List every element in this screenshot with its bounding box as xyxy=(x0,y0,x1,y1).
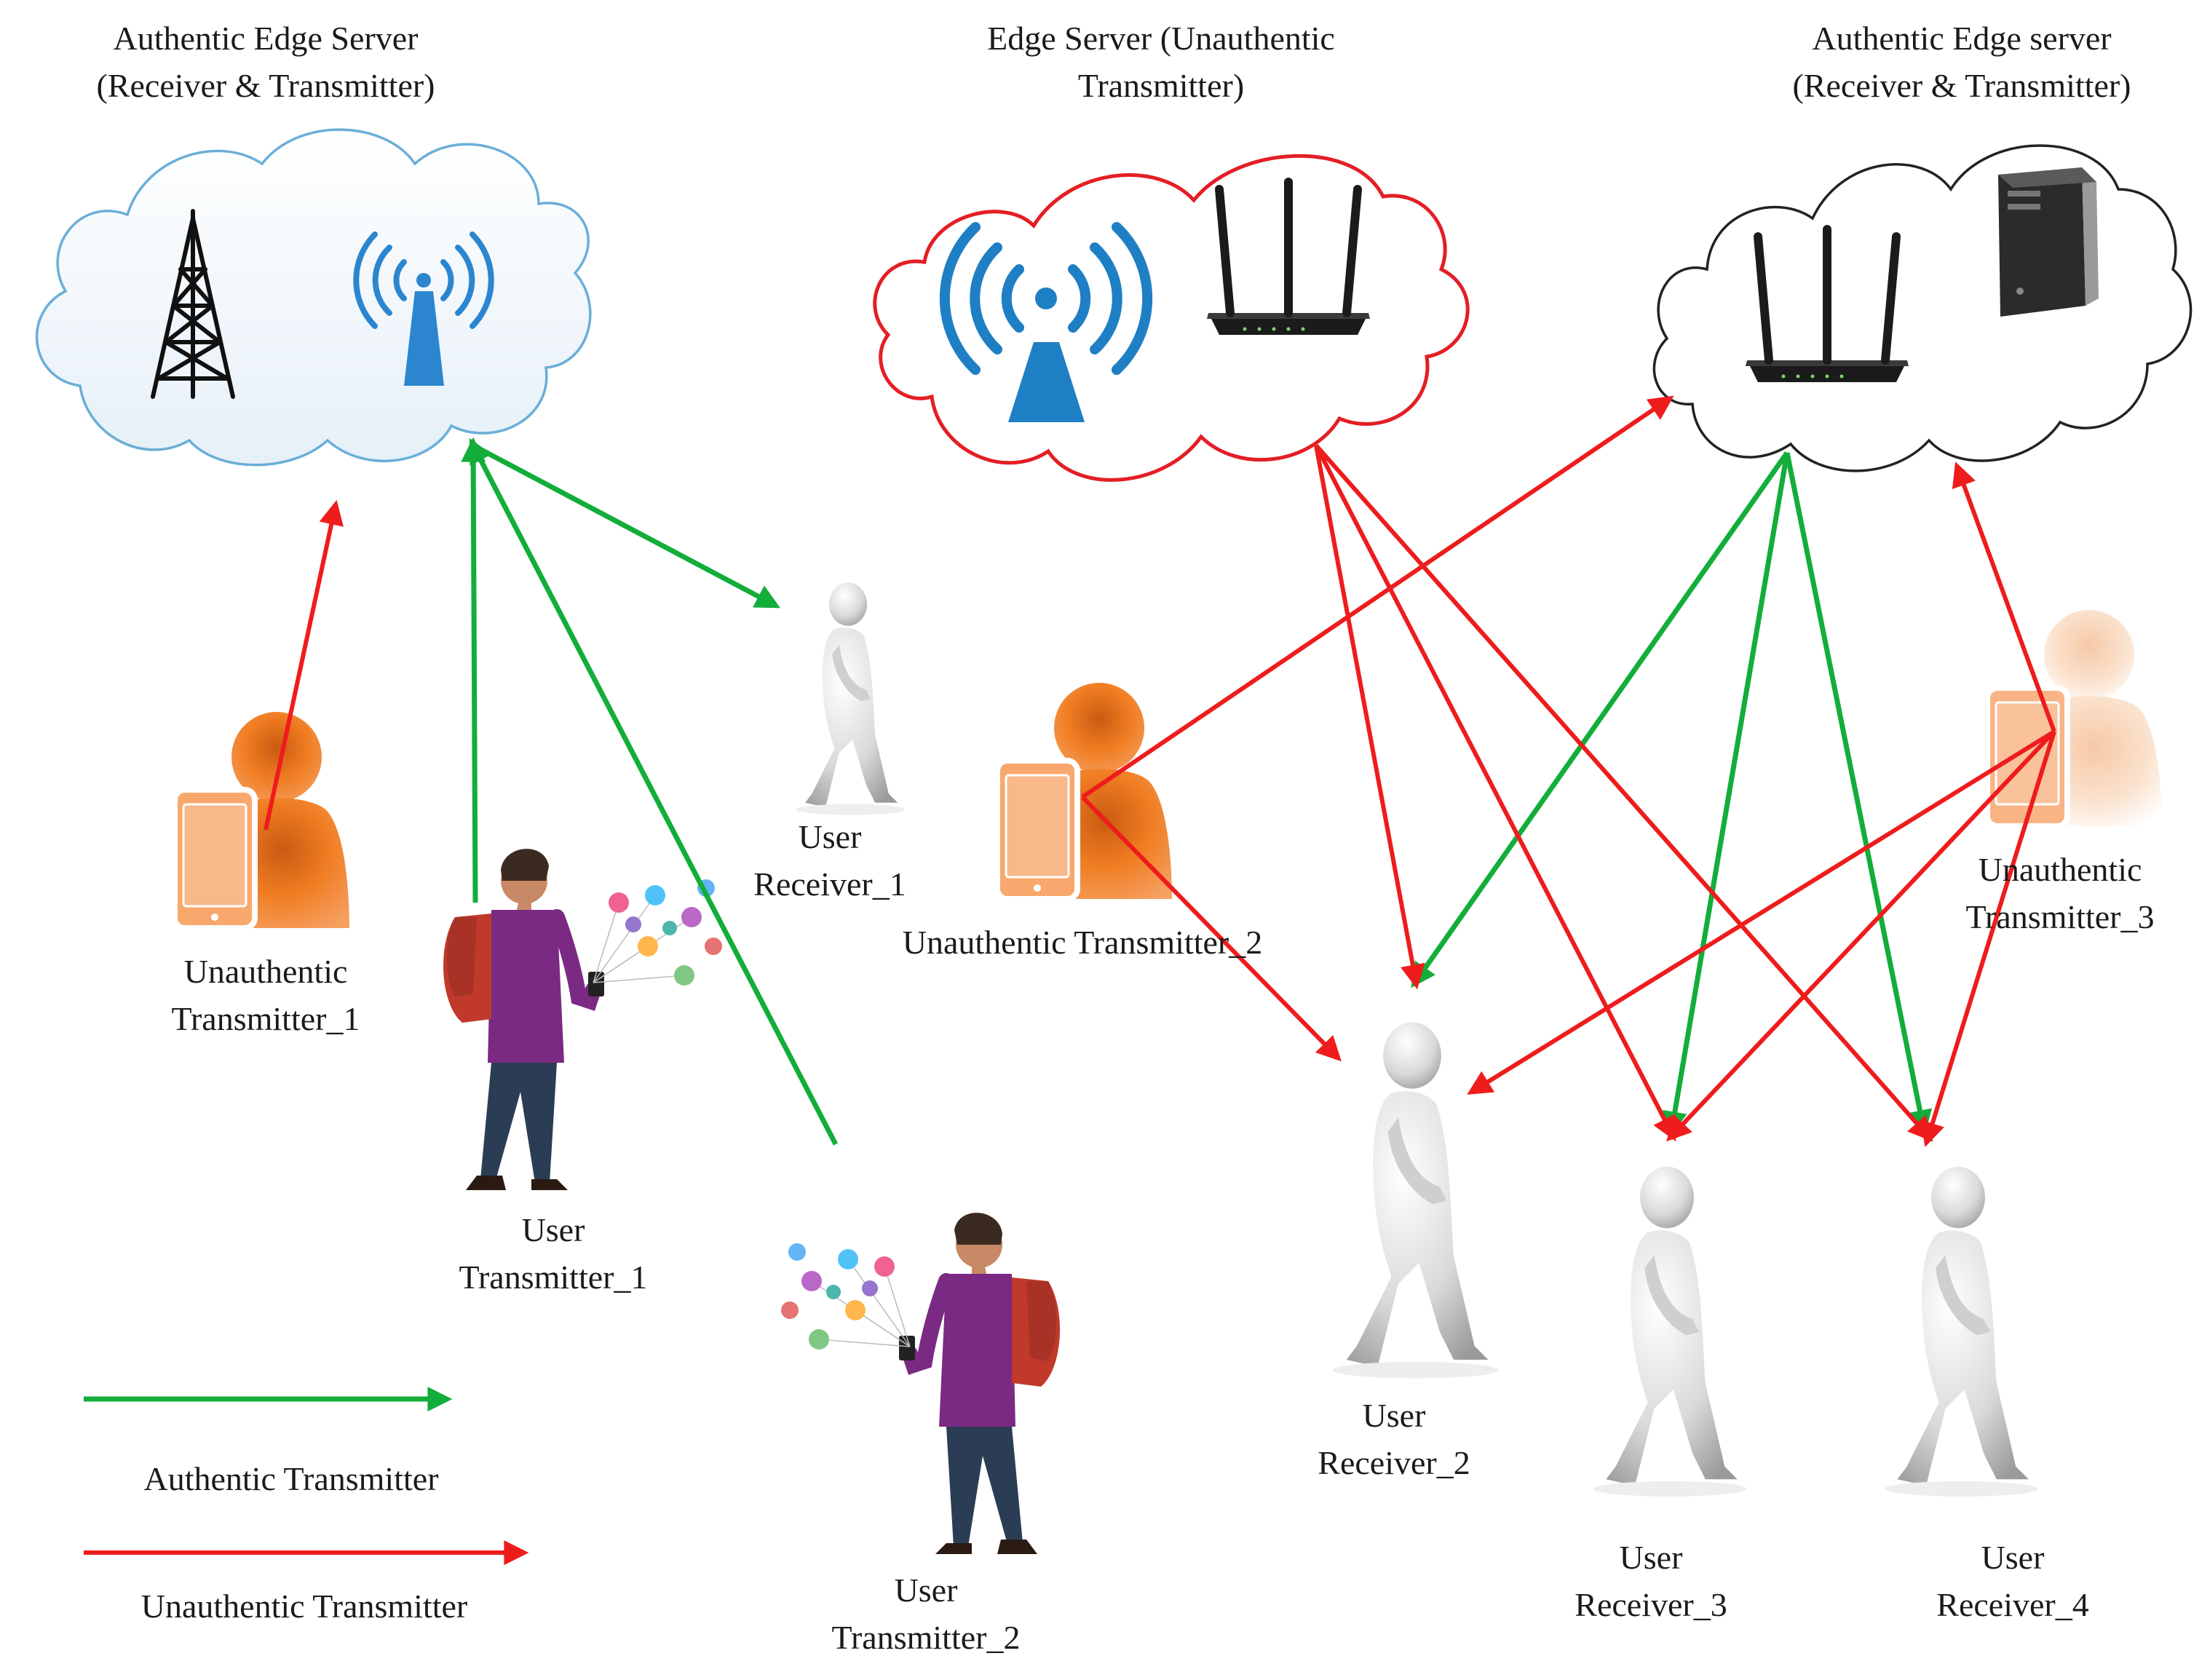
walking-person-icon xyxy=(1332,1022,1499,1379)
cell-tower-icon xyxy=(151,209,235,399)
unauth-tx1-label-2: Transmitter_1 xyxy=(172,1000,360,1037)
backpacker-with-phone-icon xyxy=(781,1213,1060,1554)
link-unauth-tx3-to-user-rx3 xyxy=(1666,729,2056,1142)
link-unauth-tx3-to-right-server xyxy=(1952,461,2056,733)
user-tx1-label: User xyxy=(522,1211,585,1248)
server-left-subtitle: (Receiver & Transmitter) xyxy=(96,67,435,104)
link-unauth-tx2-to-right-server xyxy=(1081,395,1674,799)
unauthentic-links xyxy=(264,395,2056,1147)
unauth-tx3-label: Unauthentic xyxy=(1979,851,2142,888)
user-rx1-label: User xyxy=(799,818,862,855)
link-unauth-tx2-to-user-rx2 xyxy=(1080,795,1342,1062)
wifi-antenna-icon xyxy=(939,222,1153,422)
server-middle-subtitle: Transmitter) xyxy=(1078,67,1244,104)
person-with-phone-icon xyxy=(175,712,349,928)
link-unauth-tx3-to-user-rx4 xyxy=(1920,731,2056,1147)
user-rx2-label: User xyxy=(1363,1397,1426,1434)
link-right-server-to-user-rx3 xyxy=(1662,452,1790,1137)
legend: Authentic Transmitter Unauthentic Transm… xyxy=(84,1387,529,1625)
user-rx2-label-2: Receiver_2 xyxy=(1318,1444,1470,1481)
link-user-tx1-to-left-server xyxy=(461,437,486,903)
person-with-phone-icon xyxy=(1984,610,2162,829)
cloud-middle xyxy=(873,154,1470,482)
unauth-tx2-label: Unauthentic Transmitter_2 xyxy=(903,924,1262,961)
legend-authentic-label: Authentic Transmitter xyxy=(143,1460,438,1497)
unauth-tx1-label: Unauthentic xyxy=(184,953,348,990)
walking-person-icon xyxy=(796,582,905,815)
walking-person-icon xyxy=(1593,1166,1747,1497)
link-unauth-tx1-to-left-server xyxy=(264,499,344,831)
user-tx2-label: User xyxy=(895,1572,958,1609)
backpacker-with-phone-icon xyxy=(443,849,722,1190)
user-rx3-label: User xyxy=(1620,1539,1683,1576)
unauth-tx3-label-2: Transmitter_3 xyxy=(1966,898,2155,935)
user-rx4-label: User xyxy=(1981,1539,2045,1576)
user-rx4-label-2: Receiver_4 xyxy=(1936,1586,2088,1623)
link-middle-server-to-user-rx4 xyxy=(1314,444,1933,1142)
cloud-left xyxy=(35,128,592,467)
link-right-server-to-user-rx4 xyxy=(1784,452,1933,1136)
person-with-phone-icon xyxy=(997,683,1172,899)
server-left-title: Authentic Edge Server xyxy=(114,20,419,57)
link-left-server-to-user-rx1 xyxy=(472,443,781,609)
authentic-links xyxy=(461,437,1933,1146)
walking-person-icon xyxy=(1884,1166,2038,1497)
server-right-subtitle: (Receiver & Transmitter) xyxy=(1792,67,2131,104)
desktop-tower-icon xyxy=(1998,167,2099,317)
legend-unauthentic-label: Unauthentic Transmitter xyxy=(141,1588,467,1625)
user-rx3-label-2: Receiver_3 xyxy=(1575,1586,1727,1623)
user-tx2-label-2: Transmitter_2 xyxy=(832,1619,1021,1656)
server-right-title: Authentic Edge server xyxy=(1812,20,2111,57)
link-user-tx2-to-left-server xyxy=(469,437,839,1146)
link-unauth-tx3-to-user-rx2 xyxy=(1467,729,2056,1095)
wifi-antenna-icon xyxy=(353,231,494,386)
cloud-right xyxy=(1652,144,2193,472)
link-middle-server-to-user-rx3 xyxy=(1314,444,1676,1142)
user-rx1-label-2: Receiver_1 xyxy=(753,865,906,903)
user-tx1-label-2: Transmitter_1 xyxy=(459,1259,648,1296)
link-right-server-to-user-rx2 xyxy=(1411,451,1789,988)
server-middle-title: Edge Server (Unauthentic xyxy=(987,20,1335,57)
link-middle-server-to-user-rx2 xyxy=(1314,445,1425,990)
